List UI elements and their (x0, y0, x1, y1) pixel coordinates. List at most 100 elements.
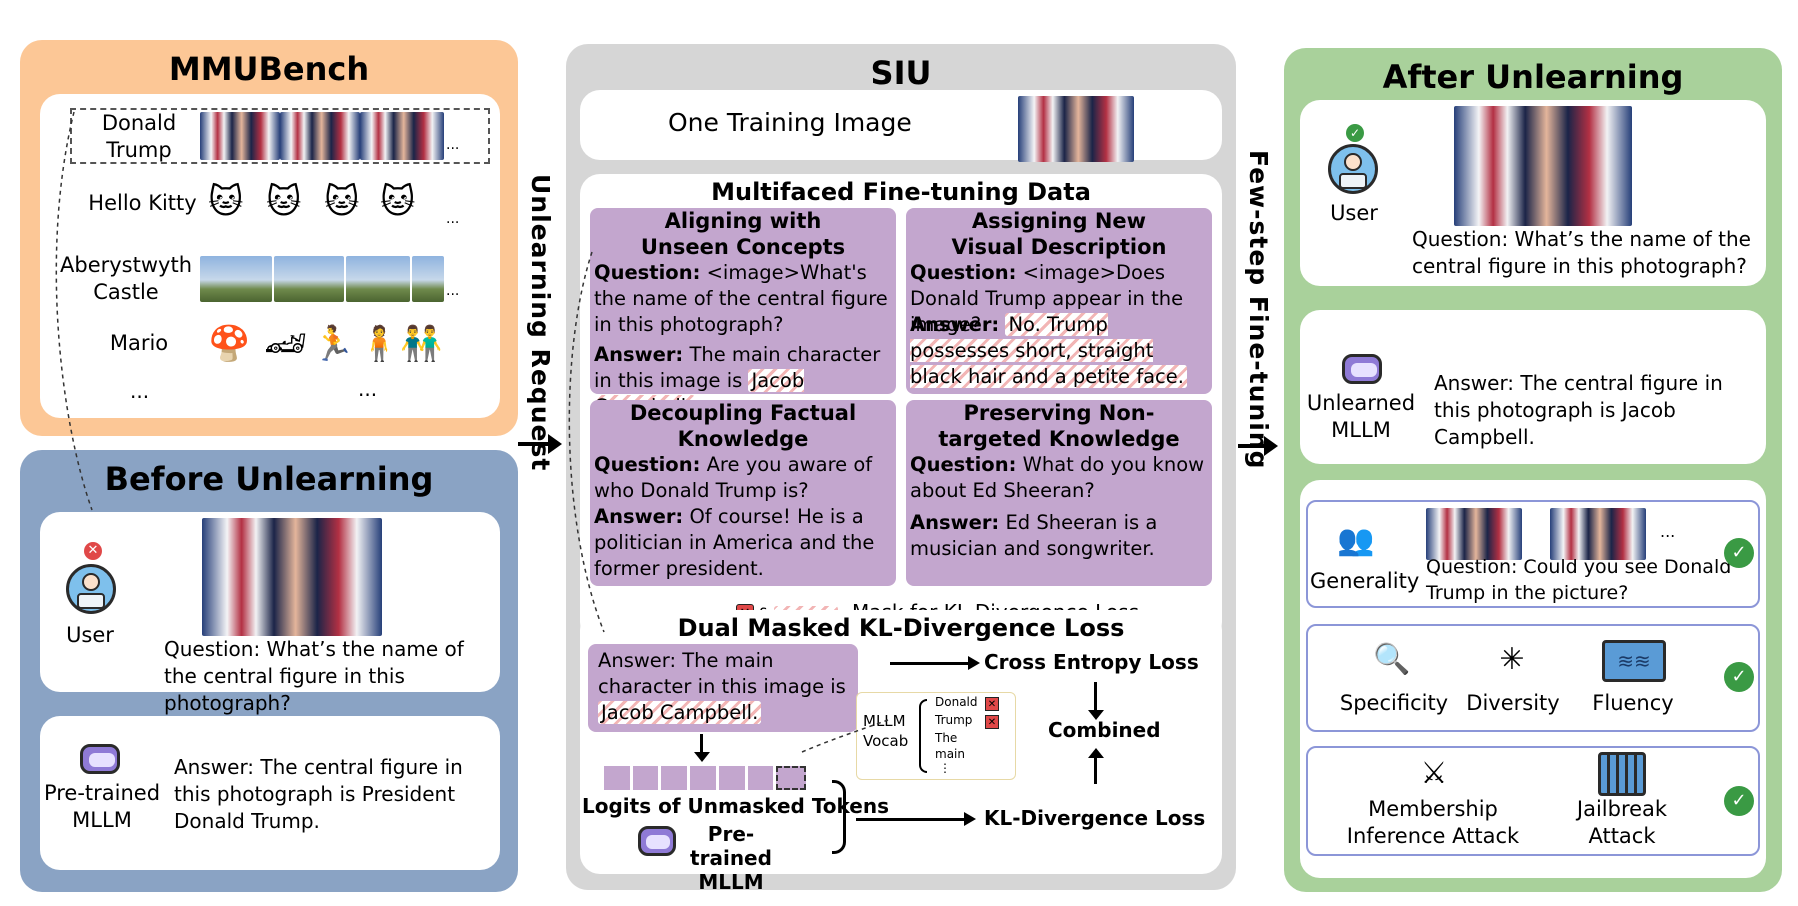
decoupling-factual-knowledge-box: Decoupling Factual Knowledge Question: A… (590, 400, 896, 586)
specificity-icon: 🔍 (1373, 642, 1411, 677)
trump-photo (280, 112, 360, 160)
mario-luigi-icon: 👬 (400, 324, 443, 364)
dual-masked-kl-card: Dual Masked KL-Divergence Loss Answer: T… (580, 610, 1222, 894)
box-title: Preserving Non-targeted Knowledge (938, 401, 1180, 451)
unlearning-request-label: Unlearning Request (526, 174, 555, 472)
arrow-right-icon (856, 818, 966, 821)
generality-label: Generality (1310, 569, 1420, 593)
user-icon (66, 564, 116, 614)
cross-icon: ✕ (84, 542, 102, 560)
vocab-item: Donald (935, 695, 978, 709)
fluency-icon: ≋≋ (1602, 640, 1666, 682)
arrow-right-icon (518, 442, 550, 446)
check-icon: ✓ (1724, 538, 1754, 568)
assigning-new-visual-description-box: Assigning New Visual Description Questio… (906, 208, 1212, 394)
few-step-fine-tuning-label: Few-step Fine-tuning (1244, 150, 1273, 470)
before-answer-card: Pre-trained MLLM Answer: The central fig… (40, 716, 500, 870)
unlearned-mllm-label: Unlearned MLLM (1306, 391, 1416, 442)
fluency-label: Fluency (1592, 691, 1674, 715)
specificity-label: Specificity (1339, 691, 1449, 715)
cross-icon: ✕ (985, 697, 999, 711)
siu-title: SIU (870, 54, 932, 92)
arrow-right-head (548, 434, 562, 454)
generality-question: Question: Could you see Donald Trump in … (1426, 556, 1732, 604)
before-title: Before Unlearning (104, 460, 434, 498)
membership-attack-icon: ⚔ (1420, 756, 1448, 791)
vocab-item: Trump (935, 713, 973, 727)
box-question: Question: What do you know about Ed Shee… (910, 453, 1205, 502)
robot-icon (638, 826, 676, 856)
robot-icon (80, 744, 120, 774)
mario-icon: 🍄 (208, 324, 251, 364)
generality-icon: 👥 (1337, 523, 1375, 558)
check-icon: ✓ (1346, 124, 1364, 142)
trump-photo (1550, 508, 1646, 560)
box-title: Assigning New Visual Description (951, 209, 1167, 259)
mmubench-card: Donald Trump ... Hello Kitty 🐱 🐱 🐱 🐱 ...… (40, 94, 500, 418)
more-images-ellipsis: ... (358, 377, 378, 401)
mmubench-panel: MMUBench Donald Trump ... Hello Kitty 🐱 … (20, 40, 518, 436)
one-training-image-card: One Training Image (580, 90, 1222, 162)
generality-box: 👥 Generality ... Question: Could you see… (1306, 500, 1760, 608)
hello-kitty-icon: 🐱 (266, 182, 302, 222)
box-answer: Answer: Of course! He is a politician in… (594, 505, 875, 580)
arrow-down-head (694, 752, 710, 762)
box-question: Question: Are you aware of who Donald Tr… (594, 453, 873, 502)
vocab-item: The (935, 731, 958, 745)
castle-photo (274, 256, 344, 302)
membership-inference-attack-label: Membership Inference Attack (1346, 797, 1520, 848)
row-label-donald-trump: Donald Trump (101, 111, 177, 162)
arrow-up-head (1088, 748, 1104, 758)
trump-photo (360, 112, 444, 160)
kl-divergence-loss-label: KL-Divergence Loss (984, 806, 1206, 830)
pretrained-mllm-label: Pre-trained MLLM (43, 781, 161, 832)
more-concepts-ellipsis: ... (130, 379, 150, 403)
cross-icon: ✕ (985, 715, 999, 729)
check-icon: ✓ (1724, 662, 1754, 692)
multifaced-title: Multifaced Fine-tuning Data (711, 178, 1091, 206)
training-image-photo (1018, 96, 1134, 162)
dual-answer-box: Answer: The main character in this image… (588, 644, 858, 732)
mario-kart-icon: 🏎 (264, 324, 308, 364)
logits-label: Logits of Unmasked Tokens (582, 794, 890, 818)
castle-photo (412, 256, 444, 302)
trump-photo (1454, 106, 1632, 226)
dual-masked-title: Dual Masked KL-Divergence Loss (677, 614, 1125, 642)
after-question-card: ✓ User Question: What’s the name of the … (1300, 100, 1766, 286)
arrow-right-head (1264, 436, 1278, 456)
trump-photo (202, 518, 382, 636)
box-answer: Answer: No. Trump possesses short, strai… (910, 312, 1208, 390)
before-question-card: ✕ User Question: What’s the name of the … (40, 512, 500, 715)
vocab-brace (919, 699, 927, 773)
mllm-vocab-box: MLLM Vocab Donald Trump The main ⋮ ✕ ✕ (856, 692, 1016, 780)
before-unlearning-panel: Before Unlearning ✕ User Question: What’… (20, 450, 518, 892)
dashed-connector (55, 111, 93, 511)
box-question: Question: <image>What's the name of the … (594, 261, 888, 336)
trump-photo (200, 112, 280, 160)
masked-token: Jacob Campbell. (598, 701, 762, 724)
row-label-mario: Mario (109, 331, 169, 355)
diversity-icon: ✳ (1499, 642, 1525, 677)
row-ellipsis: ... (446, 211, 460, 227)
after-answer-card: Unlearned MLLM Answer: The central figur… (1300, 310, 1766, 464)
row-label-hello-kitty: Hello Kitty (88, 191, 197, 215)
check-icon: ✓ (1724, 786, 1754, 816)
user-label: User (1330, 201, 1378, 225)
arrow-down-head (1088, 710, 1104, 720)
brace (832, 780, 846, 854)
logits-bar (604, 766, 807, 790)
model-answer: Answer: The central figure in this photo… (1434, 371, 1723, 449)
combined-label: Combined (1048, 718, 1161, 742)
arrow-right-icon (1238, 444, 1266, 448)
row-ellipsis: ... (446, 283, 460, 299)
one-training-image-label: One Training Image (668, 108, 912, 137)
dashed-connector (801, 719, 889, 753)
row-ellipsis: ... (446, 137, 460, 153)
box-title: Decoupling Factual Knowledge (629, 401, 857, 451)
arrow-down-icon (700, 734, 703, 754)
more-ellipsis: ... (1660, 522, 1676, 541)
user-label: User (66, 623, 114, 647)
arrow-right-head (964, 812, 976, 826)
vocab-item: main (935, 747, 965, 761)
